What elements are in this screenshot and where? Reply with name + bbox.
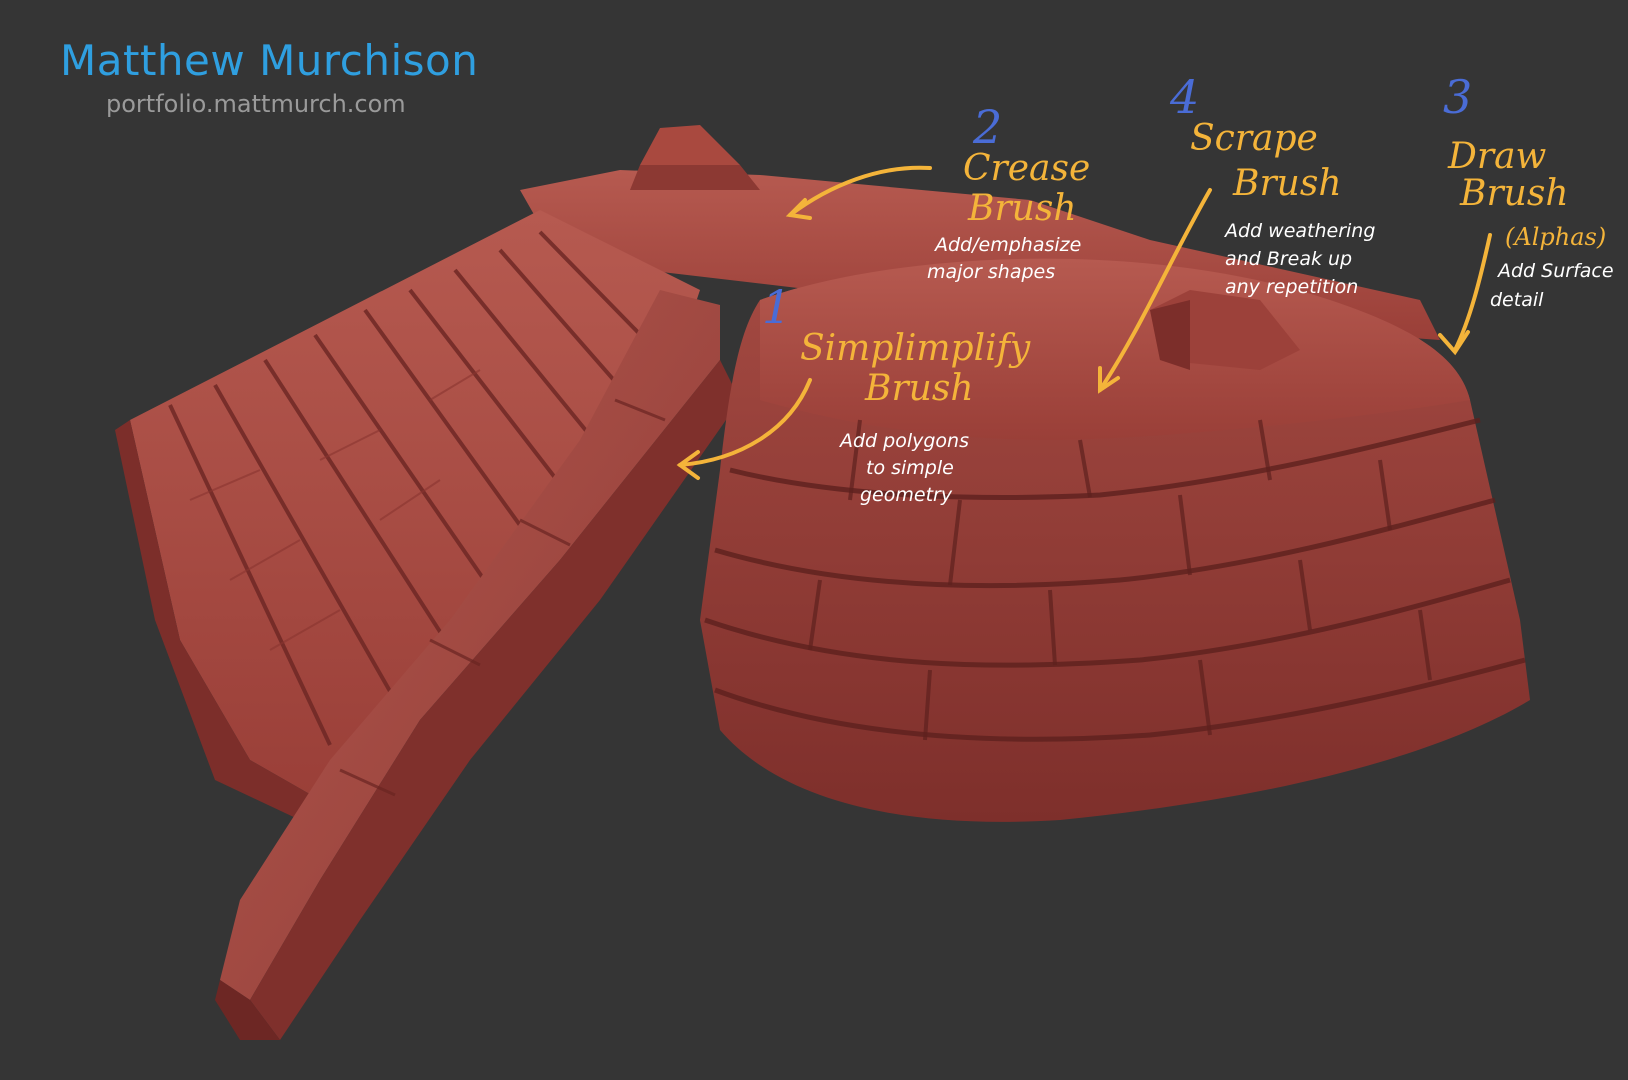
arrow-crease: [788, 165, 932, 217]
brush-name: Simplimplify: [800, 328, 1031, 369]
portfolio-url: portfolio.mattmurch.com: [106, 90, 406, 118]
brush-name: Crease: [963, 148, 1091, 189]
arrow-scrape-head: [1098, 366, 1120, 394]
annotation-number: 4: [1170, 70, 1200, 124]
brush-name: Draw: [1448, 136, 1547, 177]
stone-block: [700, 258, 1530, 822]
staircase: [115, 210, 700, 820]
brush-name: Brush: [1233, 163, 1342, 204]
arrow-simplify-head: [676, 450, 700, 480]
brush-name: Brush: [865, 368, 974, 409]
brush-name: Scrape: [1190, 118, 1318, 159]
brush-note: Add/emphasize: [935, 234, 1082, 256]
brush-name: Brush: [968, 188, 1077, 229]
brush-note: detail: [1490, 289, 1544, 311]
brush-note: Add weathering: [1225, 220, 1376, 242]
brush-note: any repetition: [1225, 276, 1359, 298]
arrow-draw-head: [1438, 330, 1470, 356]
arrow-scrape: [1098, 188, 1212, 392]
brush-note: and Break up: [1225, 248, 1353, 270]
ramp-railing: [215, 290, 740, 1040]
author-name: Matthew Murchison: [60, 36, 479, 85]
arrow-draw: [1453, 233, 1492, 352]
annotation-number: 1: [762, 280, 792, 334]
annotation-number: 3: [1443, 70, 1473, 124]
arrow-crease-head: [785, 198, 812, 220]
brush-note: geometry: [860, 484, 953, 506]
brush-note: Add Surface: [1498, 260, 1614, 282]
brush-note: to simple: [866, 457, 954, 479]
annotation-number: 2: [973, 100, 1003, 154]
brush-note: Add polygons: [840, 430, 969, 452]
arrow-simplify: [678, 378, 812, 467]
brush-note: major shapes: [927, 261, 1056, 283]
brush-name: (Alphas): [1505, 223, 1607, 251]
brush-name: Brush: [1460, 173, 1569, 214]
annotation-arrows: [676, 165, 1492, 480]
